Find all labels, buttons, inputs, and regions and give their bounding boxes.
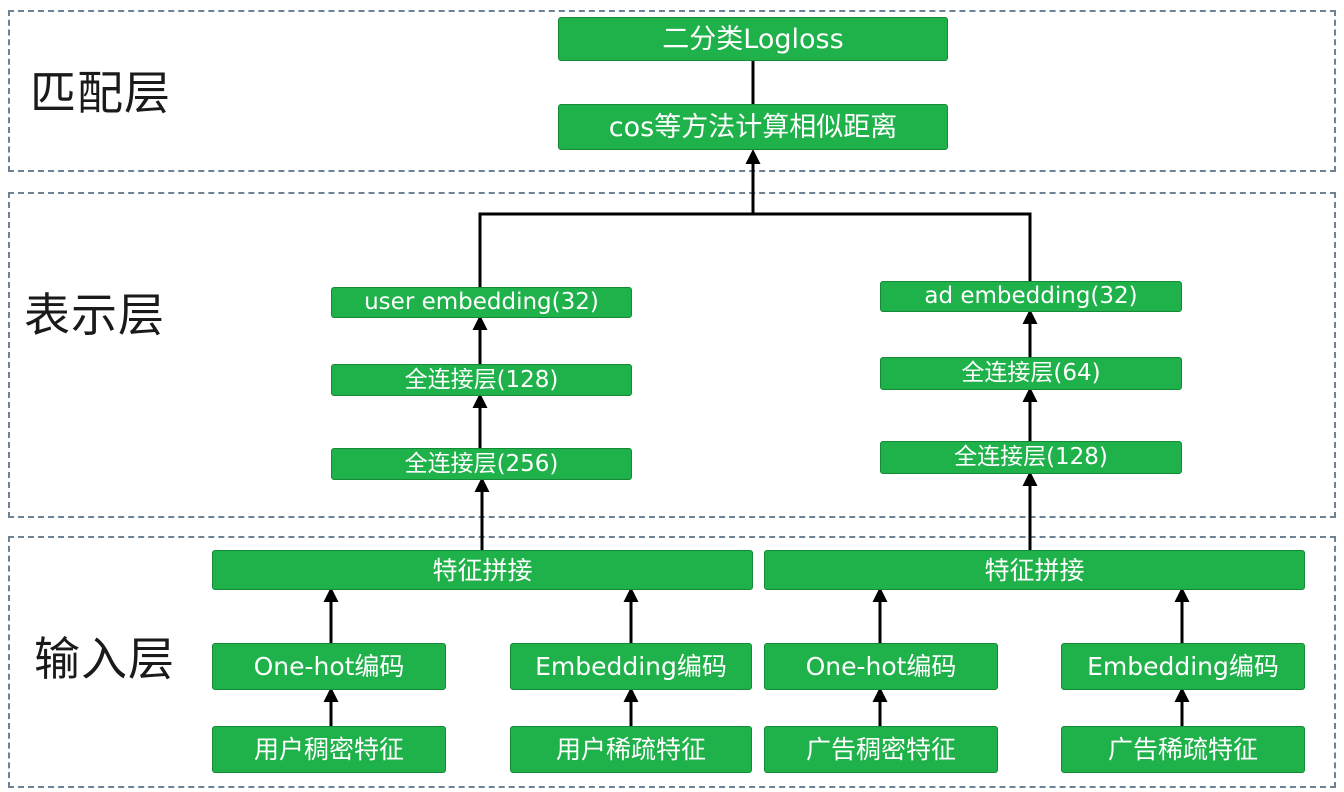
- ad-fc-64-node: 全连接层(64): [880, 357, 1182, 390]
- user-fc-256-node: 全连接层(256): [331, 448, 632, 480]
- user-sparse-features-node: 用户稀疏特征: [510, 726, 752, 773]
- user-concat-node: 特征拼接: [212, 550, 753, 590]
- ad-embedding-encoding-node: Embedding编码: [1061, 643, 1305, 690]
- ad-fc-128-node: 全连接层(128): [880, 441, 1182, 474]
- input-layer-title: 输入层: [34, 632, 175, 686]
- ad-dense-features-node: 广告稠密特征: [764, 726, 998, 773]
- edge-towers-merge: [478, 212, 1032, 287]
- ad-concat-node: 特征拼接: [764, 550, 1305, 590]
- input-layer: [8, 536, 1336, 788]
- cos-similarity-node: cos等方法计算相似距离: [558, 104, 948, 150]
- representation-layer: [8, 192, 1336, 518]
- match-layer-title: 匹配层: [30, 66, 171, 120]
- binary-logloss-node: 二分类Logloss: [558, 17, 948, 61]
- ad-embedding-node: ad embedding(32): [880, 281, 1182, 312]
- match-layer: [8, 10, 1336, 172]
- user-embedding-node: user embedding(32): [331, 287, 632, 318]
- representation-layer-title: 表示层: [24, 288, 165, 342]
- ad-onehot-node: One-hot编码: [764, 643, 998, 690]
- user-embedding-encoding-node: Embedding编码: [510, 643, 752, 690]
- user-onehot-node: One-hot编码: [212, 643, 446, 690]
- ad-sparse-features-node: 广告稀疏特征: [1061, 726, 1305, 773]
- user-dense-features-node: 用户稠密特征: [212, 726, 446, 773]
- user-fc-128-node: 全连接层(128): [331, 364, 632, 396]
